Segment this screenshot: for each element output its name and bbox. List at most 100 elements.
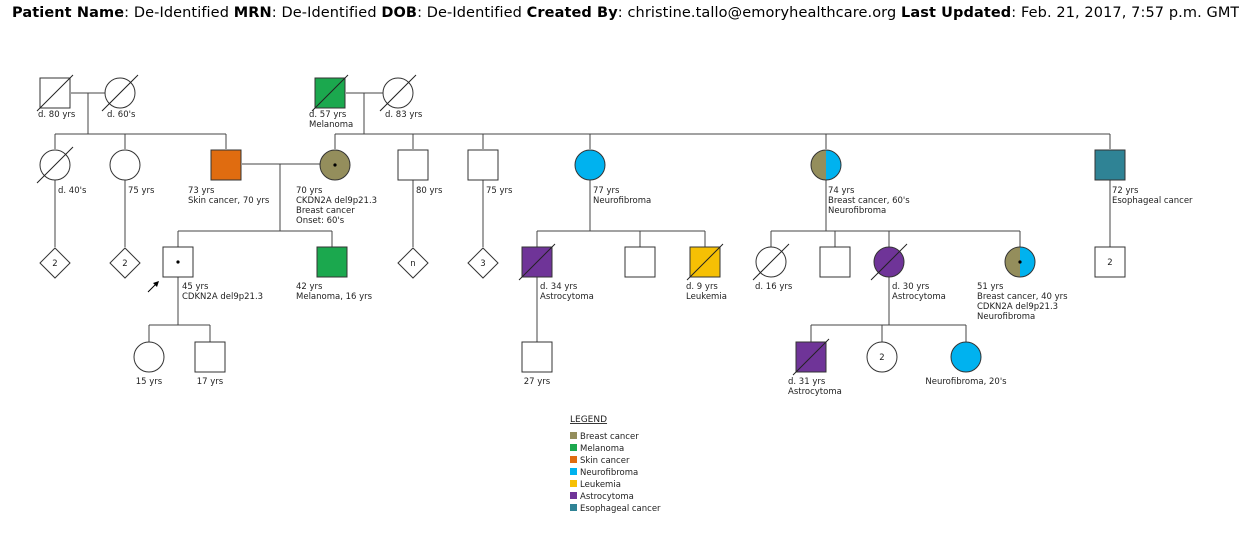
last-updated-label: Last Updated <box>900 5 1012 21</box>
dob-value: : De-Identified <box>417 5 527 21</box>
left-half-fill <box>811 150 826 180</box>
legend-swatch <box>570 468 577 475</box>
legend-swatch <box>570 504 577 511</box>
individual-cous2[interactable] <box>624 246 656 278</box>
mrn-label: MRN <box>233 5 272 21</box>
left-half-fill <box>1005 247 1020 277</box>
individual-p1_children[interactable]: 2 <box>39 247 71 279</box>
individual-paunt1[interactable]: d. 40's <box>36 146 87 196</box>
individual-label: CDKN2A del9p21.3 <box>977 302 1058 312</box>
carrier-dot <box>176 260 180 264</box>
sibship-count: 2 <box>1107 258 1112 268</box>
individual-daughter[interactable]: 15 yrs <box>133 341 165 387</box>
individual-circle <box>109 149 141 181</box>
individual-c6_child3[interactable]: Neurofibroma, 20's <box>925 341 1007 387</box>
individual-label: 77 yrs <box>593 186 620 196</box>
individual-son[interactable]: 17 yrs <box>194 341 226 387</box>
individual-diamond <box>467 247 499 279</box>
individual-circle <box>866 341 898 373</box>
individual-square <box>1094 149 1126 181</box>
individual-label: 17 yrs <box>197 377 224 387</box>
individual-cous1_child[interactable]: 27 yrs <box>521 341 553 387</box>
last-updated-value: : Feb. 21, 2017, 7:57 p.m. GMT <box>1011 5 1239 21</box>
individual-label: d. 30 yrs <box>892 282 930 292</box>
relationship-lines <box>54 92 1111 342</box>
deceased-slash <box>686 243 724 281</box>
legend-swatch <box>570 456 577 463</box>
individual-label: 72 yrs <box>1112 186 1139 196</box>
legend-label: Neurofibroma <box>580 468 638 478</box>
individual-label: Astrocytoma <box>540 292 594 302</box>
legend-item: Neurofibroma <box>570 468 638 478</box>
deceased-slash <box>870 243 908 281</box>
individual-label: d. 40's <box>58 186 87 196</box>
individual-muncle1[interactable]: 80 yrs <box>397 149 443 196</box>
individual-label: d. 80 yrs <box>38 110 76 120</box>
deceased-slash <box>101 74 139 112</box>
individual-square <box>194 341 226 373</box>
individual-p2_children[interactable]: 2 <box>109 247 141 279</box>
deceased-slash <box>518 243 556 281</box>
sibship-count: 2 <box>52 259 57 269</box>
individual-label: Skin cancer, 70 yrs <box>188 196 270 206</box>
individual-label: Leukemia <box>686 292 727 302</box>
legend-item: Melanoma <box>570 444 624 454</box>
created-by-value: : christine.tallo@emoryhealthcare.org <box>617 5 901 21</box>
individual-diamond <box>109 247 141 279</box>
carrier-dot <box>1018 260 1022 264</box>
individual-cous4[interactable]: d. 16 yrs <box>752 243 793 292</box>
legend-item: Breast cancer <box>570 432 639 442</box>
individual-label: 70 yrs <box>296 186 323 196</box>
individual-cous5[interactable] <box>819 246 851 278</box>
individual-square <box>521 341 553 373</box>
individual-label: d. 31 yrs <box>788 377 826 387</box>
sibship-count: 3 <box>480 259 485 269</box>
individual-mu3_children[interactable]: 2 <box>1094 246 1126 278</box>
deceased-slash <box>792 338 830 376</box>
individual-square <box>316 246 348 278</box>
individual-c6_child2[interactable]: 2 <box>866 341 898 373</box>
sibship-count: 2 <box>879 353 884 363</box>
individual-label: Breast cancer <box>296 206 355 216</box>
individual-circle <box>950 341 982 373</box>
individual-label: 27 yrs <box>524 377 551 387</box>
legend-label: Melanoma <box>580 444 624 454</box>
individual-paunt2[interactable]: 75 yrs <box>109 149 155 196</box>
legend-item: Leukemia <box>570 480 621 490</box>
individual-label: 45 yrs <box>182 282 209 292</box>
individual-circle <box>1004 246 1036 278</box>
individual-label: 75 yrs <box>486 186 513 196</box>
individual-label: d. 83 yrs <box>385 110 423 120</box>
individual-label: 15 yrs <box>136 377 163 387</box>
individual-mu2_children[interactable]: 3 <box>467 247 499 279</box>
individual-label: d. 34 yrs <box>540 282 578 292</box>
individual-pgm[interactable]: d. 60's <box>101 74 139 120</box>
individual-label: Neurofibroma <box>593 196 651 206</box>
legend-title: LEGEND <box>570 415 607 425</box>
individual-label: Neurofibroma <box>977 312 1035 322</box>
individual-pgf[interactable]: d. 80 yrs <box>36 74 76 120</box>
individual-label: d. 60's <box>107 110 136 120</box>
carrier-dot <box>333 163 337 167</box>
individual-mu1_children[interactable]: n <box>397 247 429 279</box>
deceased-slash <box>36 146 74 184</box>
legend-item: Skin cancer <box>570 456 630 466</box>
individual-muncle2[interactable]: 75 yrs <box>467 149 513 196</box>
legend-label: Breast cancer <box>580 432 639 442</box>
individual-mgm[interactable]: d. 83 yrs <box>379 74 423 120</box>
